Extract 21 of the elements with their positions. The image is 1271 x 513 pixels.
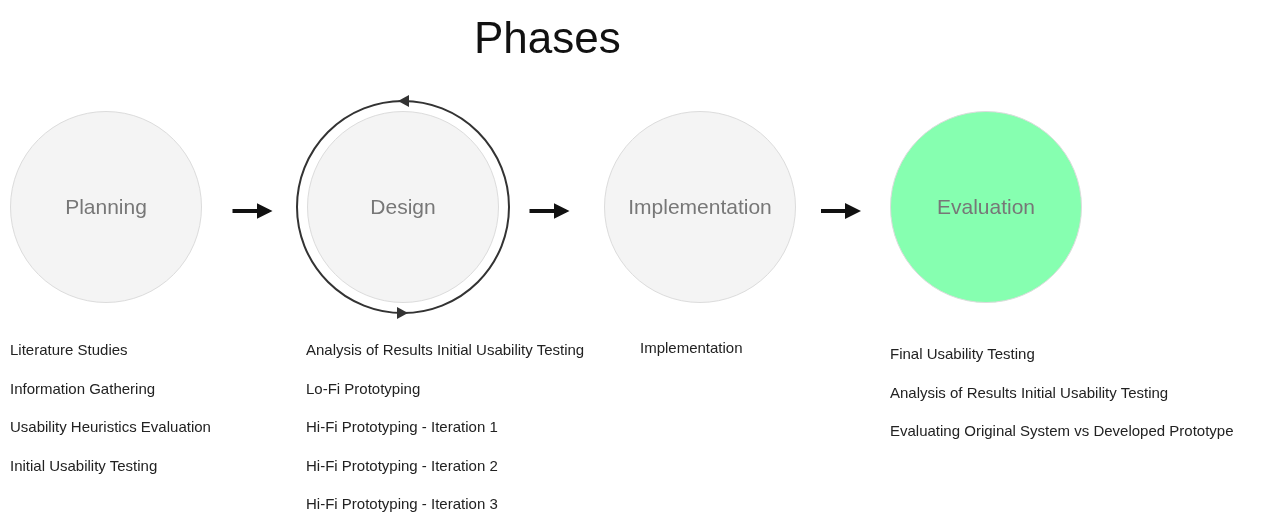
activity-text: Usability Heuristics Evaluation [10, 417, 211, 437]
activity-text: Analysis of Results Initial Usability Testing [306, 340, 585, 360]
activity-text: Initial Usability Testing [10, 455, 159, 476]
phase-label: Implementation [628, 194, 772, 221]
phase-label: Design [370, 194, 436, 221]
arrow [232, 203, 273, 219]
activity-text: Hi-Fi Prototyping - Iteration 3 [306, 494, 499, 513]
arrow [821, 203, 861, 219]
activity-text: Hi-Fi Prototyping - Iteration 1 [306, 417, 499, 437]
activity-text: Implementation [640, 338, 743, 358]
activity-text: Literature Studies [10, 340, 129, 360]
activity-text: Information Gathering [10, 378, 157, 399]
activity-text: Evaluating Original System vs Developed Prototype [890, 421, 1234, 441]
activity-text: Hi-Fi Prototyping - Iteration 2 [306, 455, 499, 476]
phase-label: Planning [65, 194, 147, 221]
activity-text: Final Usability Testing [890, 344, 1036, 364]
activity-text: Lo-Fi Prototyping [306, 378, 422, 399]
activity-text: Analysis of Results Initial Usability Testing [890, 382, 1170, 403]
title: Phases [474, 16, 621, 60]
arrow [529, 203, 570, 219]
phase-label: Evaluation [936, 194, 1036, 221]
